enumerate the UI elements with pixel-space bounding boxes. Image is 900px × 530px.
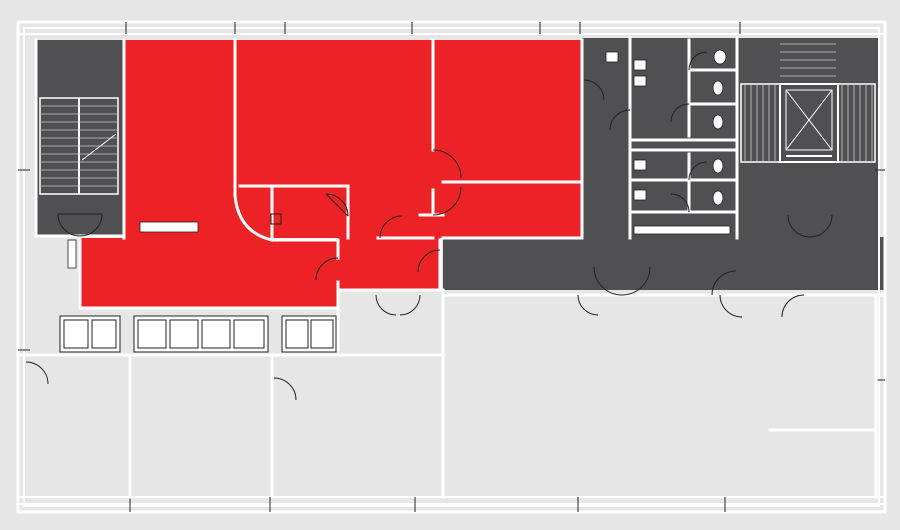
restroom-core <box>443 38 885 290</box>
column-marker <box>270 213 282 225</box>
highlight-zone-east <box>433 40 582 238</box>
west-stair-icon <box>39 97 119 195</box>
elevator-icon <box>779 83 839 163</box>
interior-walls <box>16 36 887 499</box>
restroom-fixtures <box>67 49 731 269</box>
highlight-zone-center <box>235 40 433 238</box>
sink-icon <box>605 51 647 201</box>
exterior-walls <box>16 20 887 514</box>
window-units <box>59 315 337 353</box>
vanity-counter <box>633 225 731 235</box>
reception-counter <box>139 221 199 233</box>
door-swing-icon <box>25 51 833 401</box>
toilet-icon <box>712 49 727 206</box>
east-stair-core <box>737 38 879 237</box>
highlight-zone-lobby <box>338 238 440 290</box>
column-marker <box>67 239 77 269</box>
highlighted-space <box>80 40 582 308</box>
